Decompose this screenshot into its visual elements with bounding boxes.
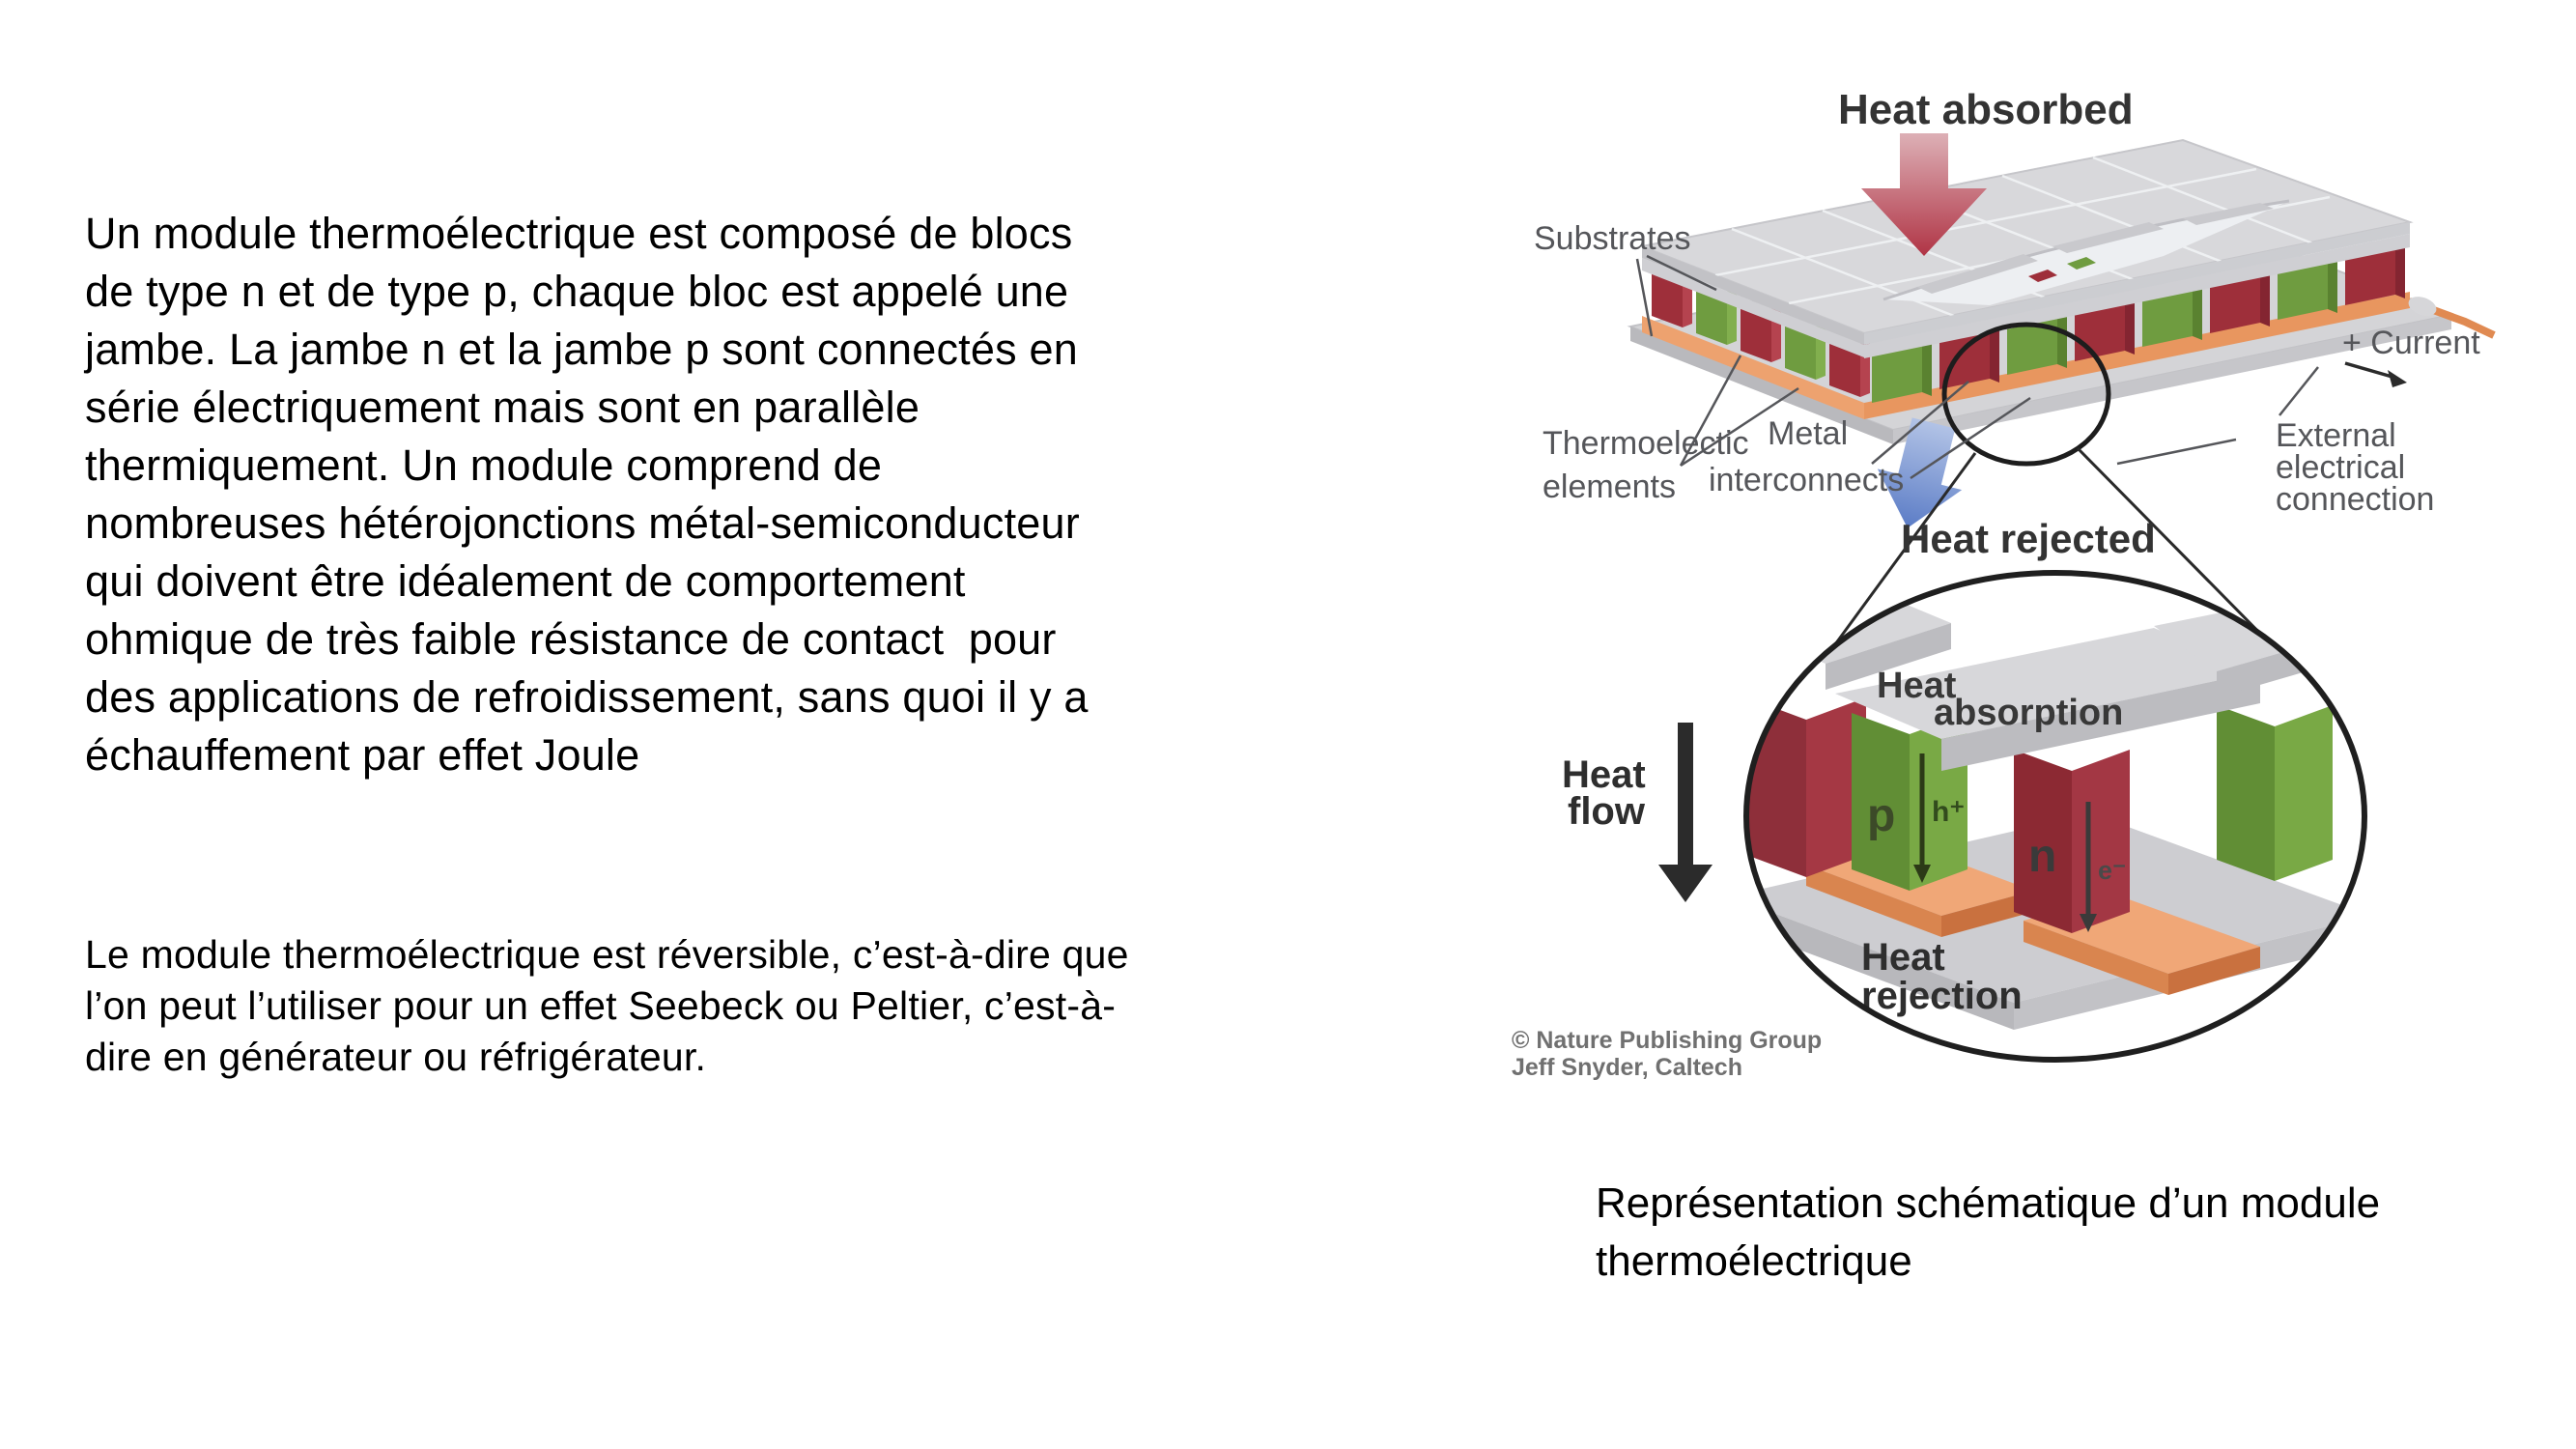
heat-rejected-label: Heat rejected (1901, 516, 2156, 561)
text-line: Le module thermoélectrique est réversibl… (85, 932, 1129, 977)
paragraph-module-description: Un module thermoélectrique est composé d… (85, 205, 1089, 784)
image-credit: © Nature Publishing Group (1512, 1027, 1822, 1054)
thermoelectric-elements-label: Thermoelectic (1543, 425, 1749, 462)
metal-interconnects-label: interconnects (1709, 462, 1904, 498)
electron-current-arrow-icon (2080, 802, 2097, 932)
metal-interconnects-label: Metal (1768, 415, 1848, 452)
text-line: thermiquement. Un module comprend de (85, 440, 883, 490)
image-credit: Jeff Snyder, Caltech (1512, 1054, 1742, 1081)
module-illustration (1627, 138, 2496, 444)
text-line: qui doivent être idéalement de comportem… (85, 556, 966, 606)
p-type-label: p (1867, 790, 1895, 841)
heat-flow-arrow-icon (1658, 723, 1713, 902)
hole-carrier-label: h⁺ (1932, 796, 1965, 828)
text-line: Un module thermoélectrique est composé d… (85, 209, 1073, 258)
zoom-connector-line-left (1826, 452, 1977, 656)
electron-carrier-label: e⁻ (2098, 856, 2126, 885)
n-type-label: n (2028, 831, 2056, 882)
current-label: + Current (2342, 325, 2480, 361)
n-type-leg (2014, 750, 2130, 933)
zoom-detail-content: Heat absorption p h⁺ n e⁻ Heat rejection (1746, 576, 2364, 1030)
hole-current-arrow-icon (1913, 753, 1931, 883)
text-line: dire en générateur ou réfrigérateur. (85, 1035, 707, 1079)
heat-rejection-label: Heat (1861, 936, 1945, 979)
current-direction-arrow-icon (2344, 361, 2407, 387)
heat-absorbed-label: Heat absorbed (1838, 86, 2134, 133)
figure-caption: Représentation schématique d’un module t… (1596, 1175, 2380, 1291)
text-line: Représentation schématique d’un module (1596, 1179, 2381, 1227)
external-connection-label: connection (2276, 481, 2434, 518)
external-connection-label: External (2276, 417, 2396, 454)
thermoelectric-module-figure: Heat absorbed Substrates Thermoelectic e… (1512, 86, 2496, 1081)
heat-flow-label: Heat (1562, 753, 1646, 796)
heat-absorbed-arrow-icon (1861, 133, 1987, 256)
substrates-label: Substrates (1534, 220, 1691, 257)
text-line: thermoélectrique (1596, 1237, 1912, 1285)
text-line: ohmique de très faible résistance de con… (85, 614, 1057, 664)
text-line: des applications de refroidissement, san… (85, 672, 1089, 722)
zoom-source-ellipse (1941, 322, 2111, 467)
zoom-detail-circle (1743, 570, 2367, 1063)
text-line: échauffement par effet Joule (85, 730, 640, 780)
text-line: l’on peut l’utiliser pour un effet Seebe… (85, 983, 1117, 1028)
text-line: de type n et de type p, chaque bloc est … (85, 267, 1069, 316)
external-connection-label: electrical (2276, 449, 2405, 486)
heat-flow-label: flow (1568, 790, 1646, 833)
text-line: série électriquement mais sont en parall… (85, 383, 920, 432)
heat-absorption-label: absorption (1934, 693, 2123, 733)
plate-cutaway (1882, 199, 2290, 305)
zoom-connector-line-right (2076, 446, 2283, 657)
label-pointer-lines (1635, 254, 2319, 480)
thermoelectric-elements-label: elements (1543, 469, 1676, 505)
heat-rejection-label: rejection (1861, 975, 2023, 1017)
paragraph-reversibility: Le module thermoélectrique est réversibl… (85, 929, 1129, 1083)
heat-absorption-label: Heat (1877, 666, 1957, 706)
text-line: nombreuses hétérojonctions métal-semicon… (85, 498, 1080, 548)
text-line: jambe. La jambe n et la jambe p sont con… (85, 325, 1078, 374)
